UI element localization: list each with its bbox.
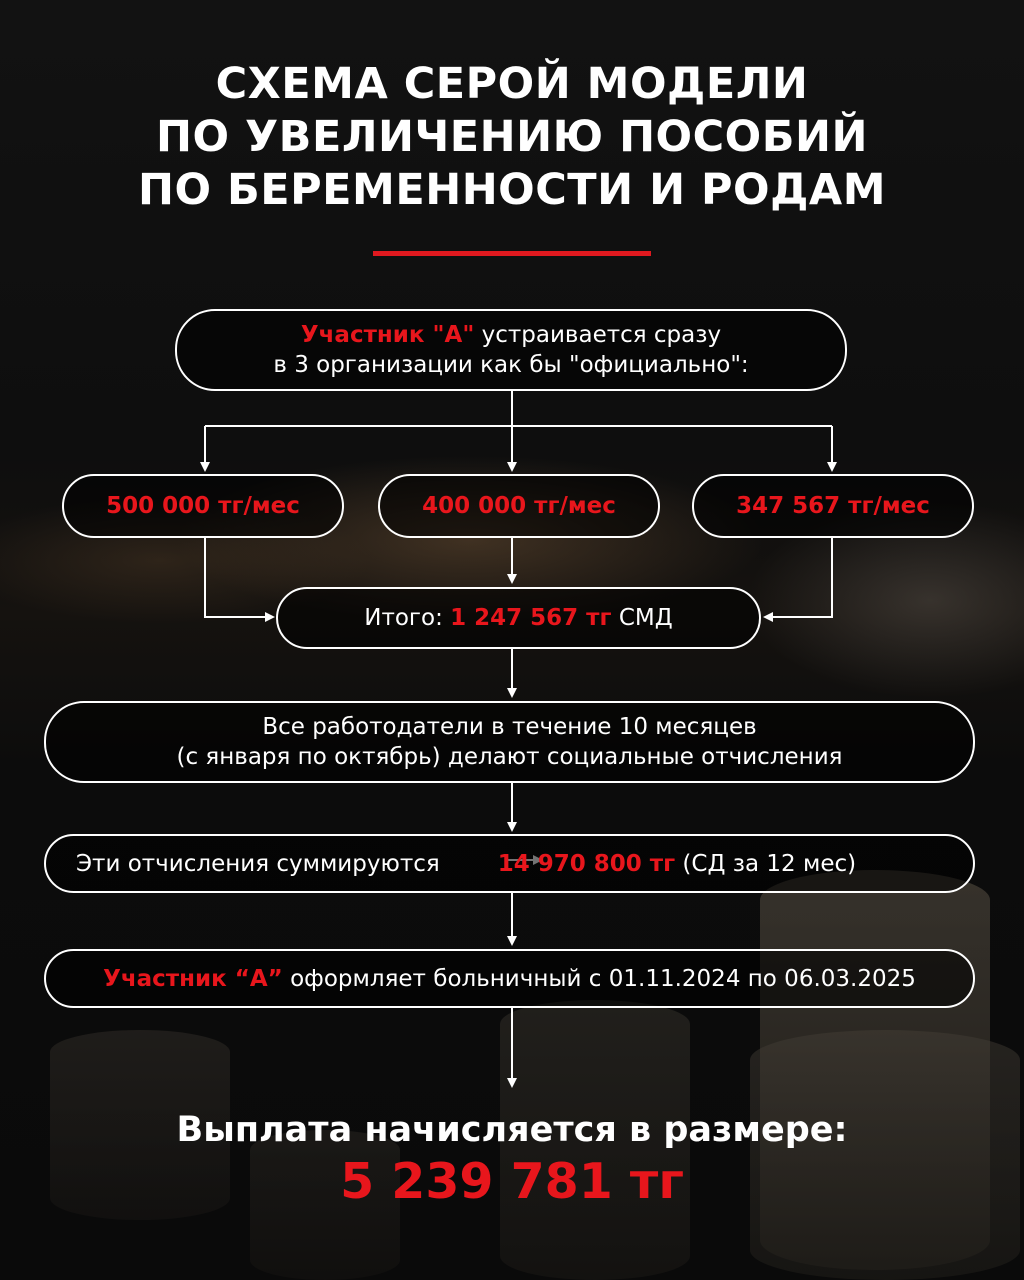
sick-leave-box: Участник “А” оформляет больничный с 01.1… (44, 949, 975, 1008)
page-title: СХЕМА СЕРОЙ МОДЕЛИ ПО УВЕЛИЧЕНИЮ ПОСОБИЙ… (0, 58, 1024, 217)
arrow-salary-1-to-total (204, 537, 275, 622)
salary-value-2: 400 000 тг/мес (422, 493, 616, 519)
participant-label: Участник "А" (300, 322, 475, 348)
contributions-line-1: Все работодатели в течение 10 месяцев (262, 714, 757, 740)
salary-box-1: 500 000 тг/мес (62, 474, 344, 538)
employment-text-1: устраивается сразу (474, 322, 722, 348)
salary-value-1: 500 000 тг/мес (106, 493, 300, 519)
sum-box: Эти отчисления суммируются 14 970 800 тг… (44, 834, 975, 893)
salary-box-3: 347 567 тг/мес (692, 474, 974, 538)
title-line-1: СХЕМА СЕРОЙ МОДЕЛИ (215, 59, 809, 109)
total-suffix: СМД (611, 605, 673, 631)
title-underline (373, 251, 651, 256)
sum-suffix: (СД за 12 мес) (675, 850, 857, 877)
total-box: Итого: 1 247 567 тг СМД (276, 587, 761, 649)
arrow-salary-3-to-total (763, 537, 833, 622)
title-line-2: ПО УВЕЛИЧЕНИЮ ПОСОБИЙ (156, 112, 868, 162)
salary-value-3: 347 567 тг/мес (736, 493, 930, 519)
participant-employment-box: Участник "А" устраивается сразу в 3 орга… (175, 309, 847, 391)
salary-box-2: 400 000 тг/мес (378, 474, 660, 538)
sick-participant-label: Участник “А” (103, 965, 283, 992)
total-prefix: Итого: (364, 605, 451, 631)
contributions-line-2: (с января по октябрь) делают социальные … (176, 744, 843, 770)
result-label: Выплата начисляется в размере: (176, 1110, 848, 1150)
title-line-3: ПО БЕРЕМЕННОСТИ И РОДАМ (138, 165, 886, 215)
employment-text-2: в 3 организации как бы "официально": (273, 352, 749, 378)
sum-amount: 14 970 800 тг (497, 850, 676, 877)
sum-text: Эти отчисления суммируются (76, 850, 440, 877)
sick-leave-text: оформляет больничный с 01.11.2024 по 06.… (282, 965, 916, 992)
total-amount: 1 247 567 тг (450, 605, 612, 631)
result-amount: 5 239 781 тг (340, 1153, 684, 1210)
contributions-box: Все работодатели в течение 10 месяцев (с… (44, 701, 975, 783)
